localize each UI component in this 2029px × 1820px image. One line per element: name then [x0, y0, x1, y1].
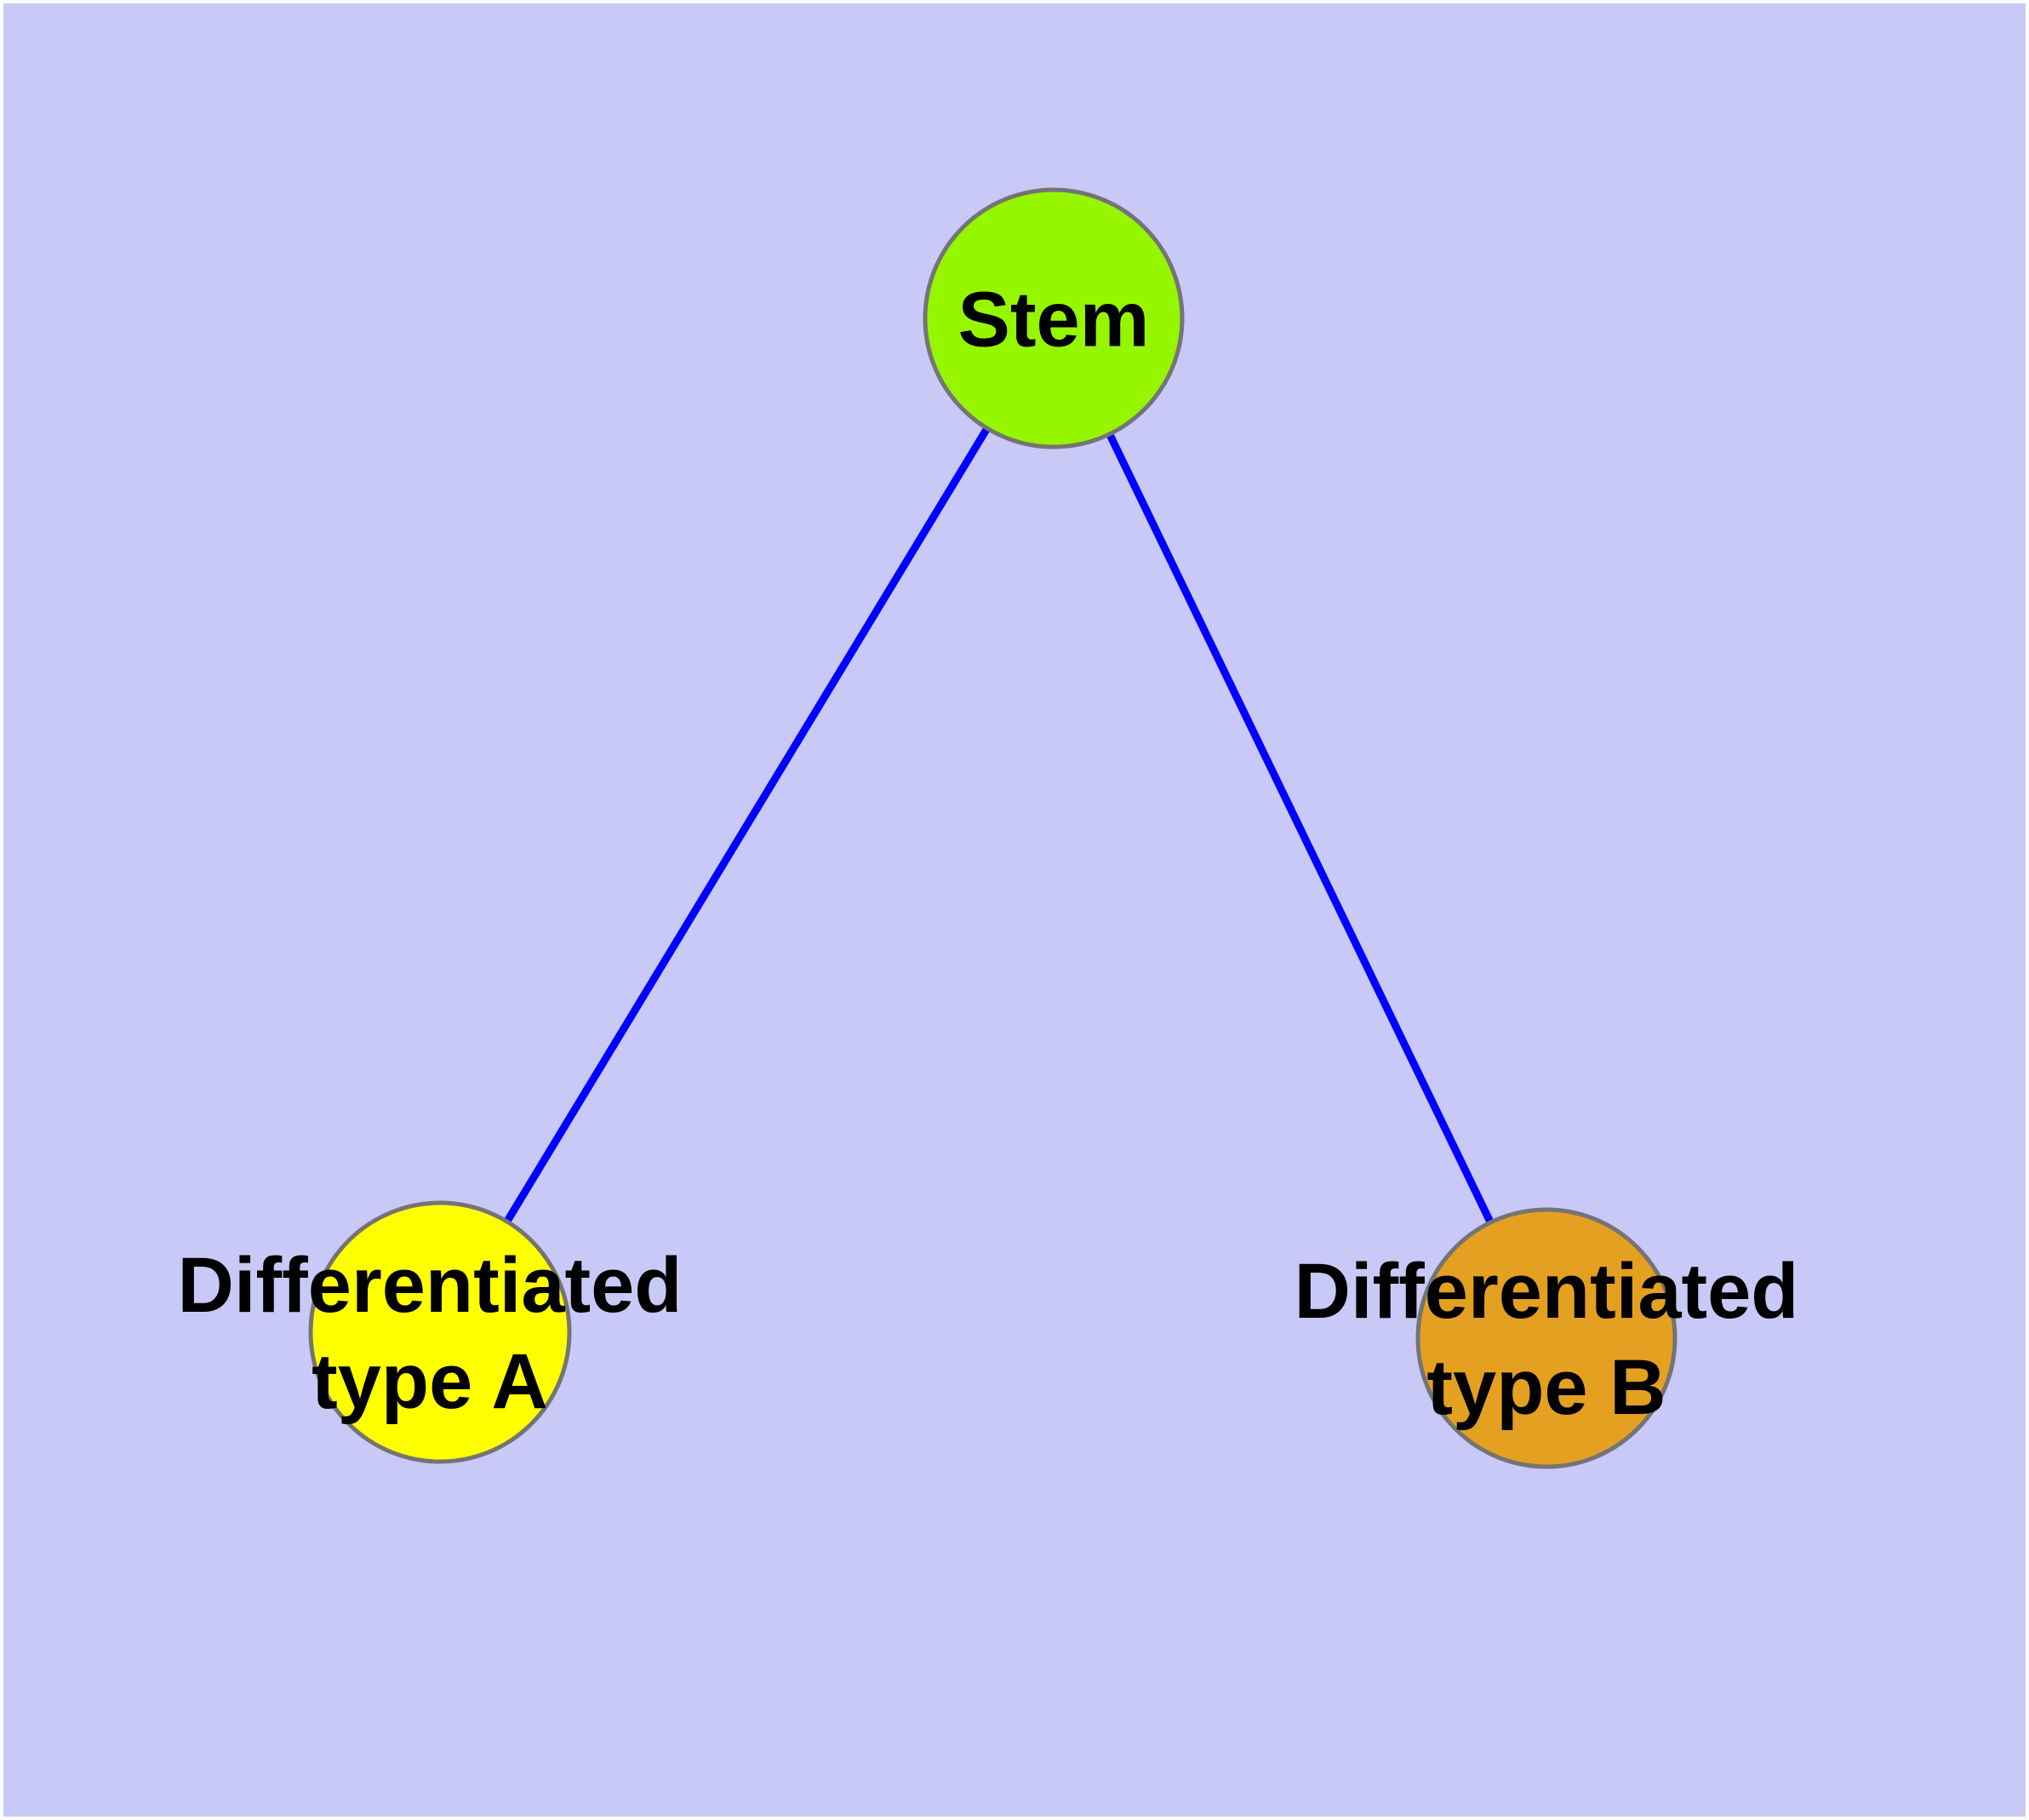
node-stem-circle — [923, 187, 1185, 449]
node-stem-label: Stem — [958, 272, 1150, 369]
node-type-b-label-line1: Differentiated — [1294, 1248, 1799, 1335]
node-type-b-label: Differentiated type B — [1295, 1244, 1799, 1436]
edge-stem-to-type-b — [1049, 317, 1551, 1340]
node-stem-label-text: Stem — [957, 276, 1150, 363]
node-type-a-label: Differentiated type A — [178, 1238, 683, 1430]
edge-stem-to-type-a — [437, 316, 1057, 1335]
node-type-b-label-line2: type B — [1426, 1344, 1666, 1431]
node-type-a-circle — [308, 1200, 572, 1464]
node-type-a-label-line1: Differentiated — [177, 1242, 683, 1329]
node-type-b-circle — [1415, 1207, 1677, 1469]
node-type-a-label-line2: type A — [311, 1338, 548, 1425]
